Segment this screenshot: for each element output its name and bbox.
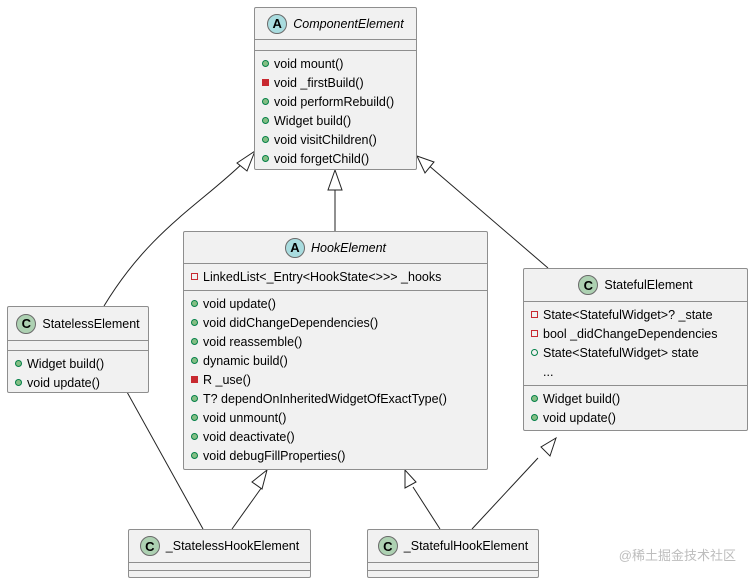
edge-statefulhook-to-hook (412, 486, 441, 530)
class-name: _StatelessHookElement (165, 539, 300, 553)
edge-stateless-to-component (103, 159, 247, 307)
public-method-icon (191, 338, 198, 345)
public-method-icon (262, 98, 269, 105)
methods-section (368, 570, 538, 578)
method-row: void update() (524, 408, 747, 427)
arrowhead-component-right (416, 155, 435, 174)
class-name: HookElement (310, 240, 387, 255)
method-row: void visitChildren() (255, 130, 416, 149)
public-method-icon (191, 319, 198, 326)
public-method-icon (531, 395, 538, 402)
private-method-icon (191, 376, 198, 383)
edge-statefulhook-to-stateful (471, 457, 539, 530)
methods-section: void update() void didChangeDependencies… (184, 290, 487, 469)
arrowhead-component-left (236, 149, 257, 172)
arrowhead-hook-right (404, 468, 417, 489)
class-name: StatelessElement (42, 316, 140, 331)
private-field-icon (531, 311, 538, 318)
method-row: void mount() (255, 54, 416, 73)
public-method-icon (262, 155, 269, 162)
public-method-icon (262, 60, 269, 67)
methods-section: void mount() void _firstBuild() void per… (255, 50, 416, 172)
arrowhead-hook-left (251, 468, 268, 490)
field-row: State<StatefulWidget> state (524, 343, 747, 362)
fields-section: State<StatefulWidget>? _state bool _didC… (524, 301, 747, 385)
class-statelesshookelement: C _StatelessHookElement (128, 529, 311, 578)
method-row: dynamic build() (184, 351, 487, 370)
public-method-icon (15, 379, 22, 386)
method-row: T? dependOnInheritedWidgetOfExactType() (184, 389, 487, 408)
class-badge-icon: C (377, 536, 398, 556)
method-row: Widget build() (8, 354, 148, 373)
fields-section (368, 562, 538, 570)
method-row: void didChangeDependencies() (184, 313, 487, 332)
private-method-icon (262, 79, 269, 86)
public-method-icon (191, 300, 198, 307)
class-hookelement: A HookElement LinkedList<_Entry<HookStat… (183, 231, 488, 470)
field-row: bool _didChangeDependencies (524, 324, 747, 343)
private-field-icon (531, 330, 538, 337)
method-row: void deactivate() (184, 427, 487, 446)
method-row: void update() (184, 294, 487, 313)
method-row: Widget build() (524, 389, 747, 408)
edge-stateful-to-component (426, 163, 549, 269)
field-row: State<StatefulWidget>? _state (524, 305, 747, 324)
methods-section: Widget build() void update() (8, 350, 148, 396)
method-row: void debugFillProperties() (184, 446, 487, 465)
class-name: StatefulElement (604, 278, 693, 292)
class-name: _StatefulHookElement (403, 539, 529, 553)
method-row: void unmount() (184, 408, 487, 427)
class-componentelement: A ComponentElement void mount() void _fi… (254, 7, 417, 170)
class-badge-icon: C (578, 275, 599, 295)
fields-section: LinkedList<_Entry<HookState<>>> _hooks (184, 263, 487, 290)
public-method-icon (191, 433, 198, 440)
abstract-badge-icon: A (267, 13, 288, 34)
class-badge-icon: C (16, 313, 37, 334)
method-row: void reassemble() (184, 332, 487, 351)
method-row: void _firstBuild() (255, 73, 416, 92)
private-field-icon (191, 273, 198, 280)
public-method-icon (15, 360, 22, 367)
method-row: void update() (8, 373, 148, 392)
abstract-badge-icon: A (284, 237, 305, 258)
edge-statelesshook-to-hook (231, 486, 263, 530)
class-badge-icon: C (139, 536, 160, 556)
method-row: Widget build() (255, 111, 416, 130)
public-method-icon (531, 414, 538, 421)
class-statefulelement: C StatefulElement State<StatefulWidget>?… (523, 268, 748, 431)
fields-section (129, 562, 310, 570)
public-method-icon (191, 452, 198, 459)
public-method-icon (262, 136, 269, 143)
fields-section (255, 39, 416, 50)
edge-statelesshook-to-stateless (121, 382, 204, 530)
methods-section (129, 570, 310, 578)
public-method-icon (191, 395, 198, 402)
method-row: R _use() (184, 370, 487, 389)
class-statelesselement: C StatelessElement Widget build() void u… (7, 306, 149, 393)
arrowhead-stateful (540, 436, 557, 457)
class-name: ComponentElement (293, 16, 404, 31)
watermark: @稀土掘金技术社区 (618, 548, 736, 563)
methods-section: Widget build() void update() (524, 385, 747, 431)
class-statefulhookelement: C _StatefulHookElement (367, 529, 539, 578)
fields-section (8, 340, 148, 350)
field-row: LinkedList<_Entry<HookState<>>> _hooks (184, 267, 487, 286)
field-row: ... (543, 364, 554, 379)
public-method-icon (191, 357, 198, 364)
public-field-icon (531, 349, 538, 356)
method-row: void performRebuild() (255, 92, 416, 111)
arrowhead-component-bottom (327, 168, 343, 191)
method-row: void forgetChild() (255, 149, 416, 168)
public-method-icon (262, 117, 269, 124)
public-method-icon (191, 414, 198, 421)
